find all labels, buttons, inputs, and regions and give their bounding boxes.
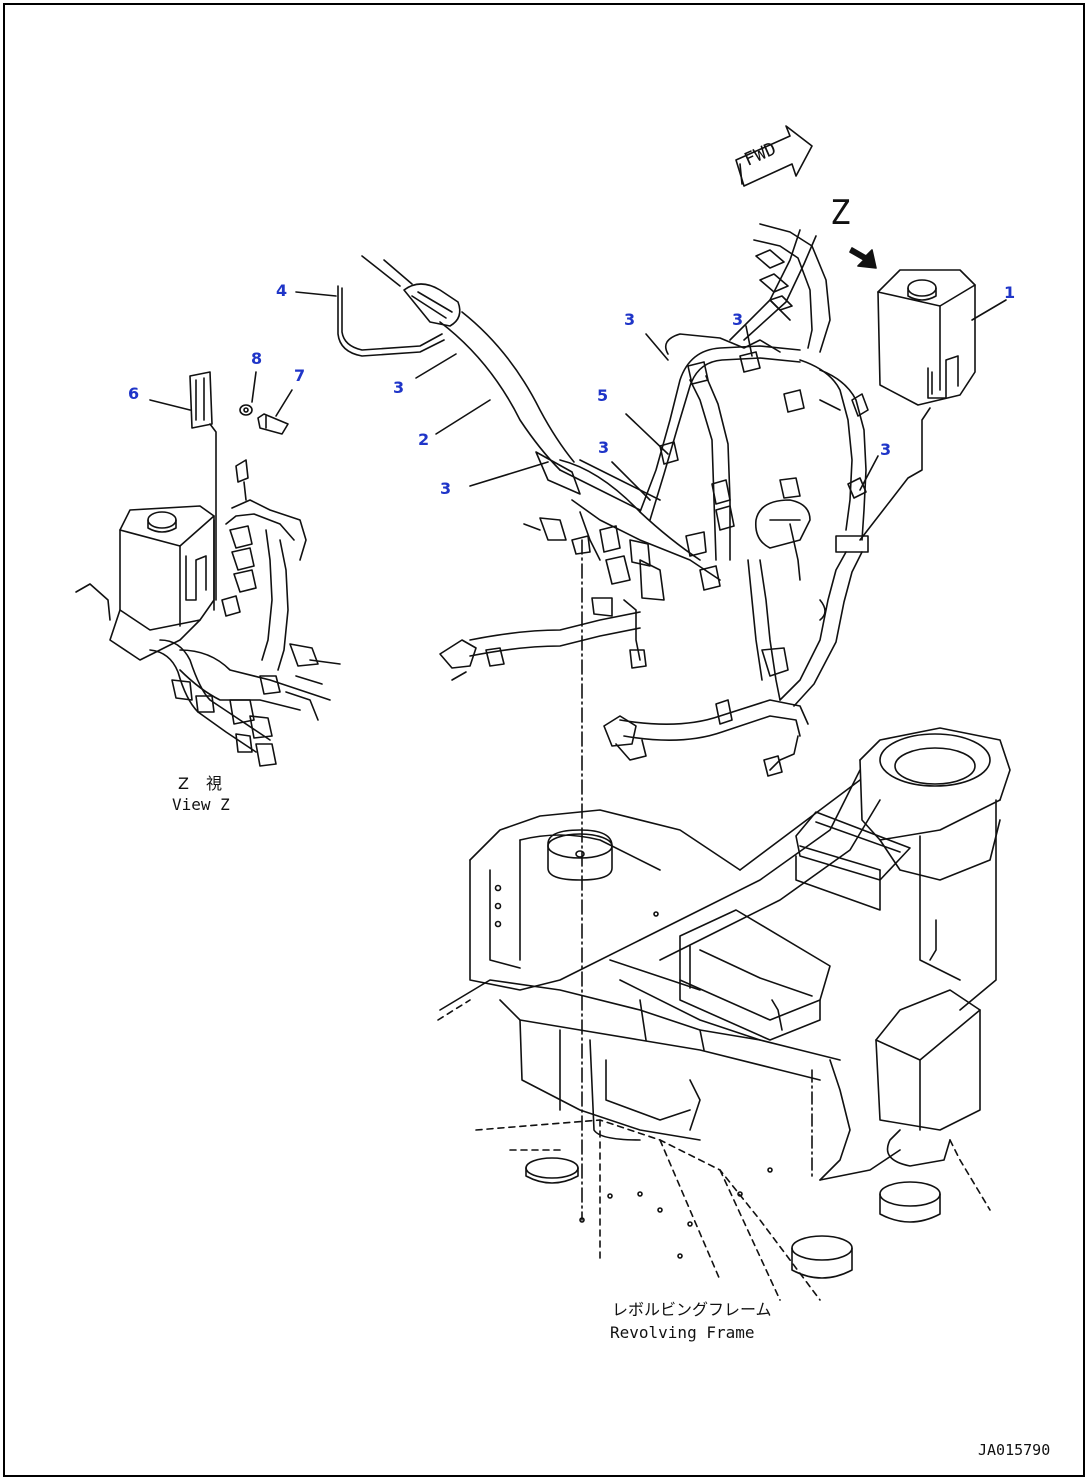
fwd-arrow-icon xyxy=(735,125,813,187)
view-z-label-jp: Z 視 xyxy=(178,774,229,793)
callout-3-hose-upper: 3 xyxy=(393,378,405,397)
drawing-code: JA015790 xyxy=(978,1441,1051,1459)
callout-3-hose-lower: 3 xyxy=(440,479,452,498)
drawing-frame xyxy=(3,3,1085,1477)
revolving-frame xyxy=(437,727,1011,1301)
callout-5: 5 xyxy=(597,386,609,405)
callout-3-cluster-right: 3 xyxy=(880,440,892,459)
callout-6: 6 xyxy=(128,384,140,403)
callout-leaders xyxy=(149,291,1007,501)
callout-7: 7 xyxy=(294,366,306,385)
callout-8: 8 xyxy=(251,349,263,368)
callout-4: 4 xyxy=(276,281,288,300)
callout-2: 2 xyxy=(418,430,430,449)
callout-3-cluster-center: 3 xyxy=(598,438,610,457)
tank-part-1 xyxy=(877,269,976,406)
harness-branch-right xyxy=(603,699,809,777)
callout-3-cluster-left: 3 xyxy=(624,310,636,329)
tube-part-4 xyxy=(337,285,445,357)
view-z-arrow-icon xyxy=(849,247,877,269)
view-z-label-en: View Z xyxy=(172,795,230,814)
main-harness xyxy=(523,223,869,707)
frame-label-jp: レボルビングフレーム xyxy=(612,1300,772,1319)
view-z-inset xyxy=(75,371,341,767)
hose-part-2 xyxy=(361,255,661,511)
tank-leader-line xyxy=(859,407,931,541)
callout-3-cluster-top: 3 xyxy=(732,310,744,329)
frame-label-en: Revolving Frame xyxy=(610,1323,755,1342)
callout-1: 1 xyxy=(1004,283,1016,302)
view-z-letter: Z xyxy=(830,193,851,233)
harness-branch-left xyxy=(439,611,641,681)
